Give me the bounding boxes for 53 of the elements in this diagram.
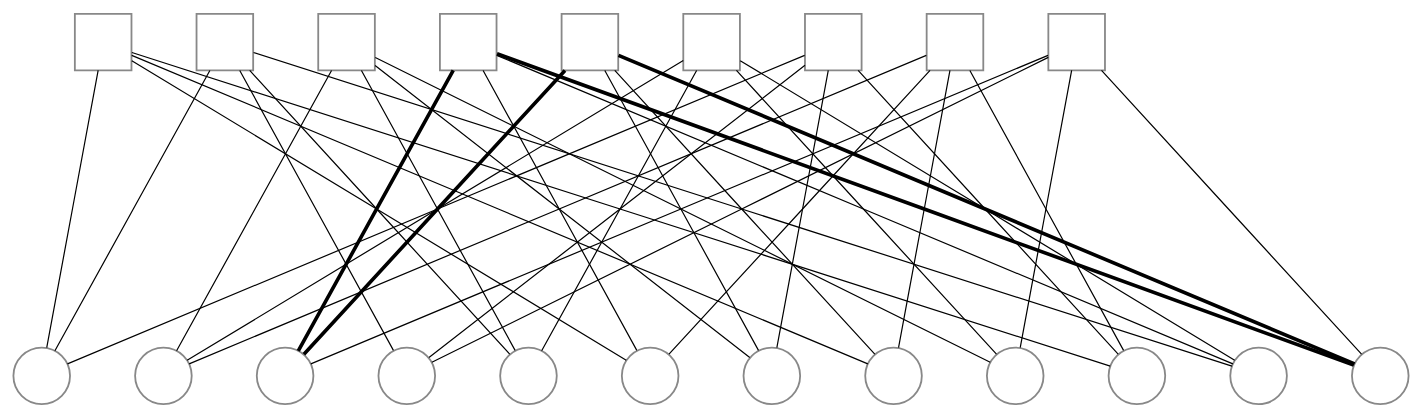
node-box [1047, 12, 1106, 71]
node-circle [986, 346, 1045, 405]
connector [131, 51, 1111, 367]
node-circle [377, 346, 436, 405]
node-circle [1107, 346, 1167, 405]
connector [131, 59, 627, 361]
node-box [195, 12, 255, 71]
connector [374, 56, 991, 363]
connector [302, 68, 567, 355]
connector [482, 69, 638, 351]
connector [428, 64, 806, 358]
node-box [560, 12, 620, 71]
node-circle [1351, 346, 1410, 405]
node-circle [864, 346, 923, 405]
node-box [317, 12, 376, 71]
node-box [439, 12, 498, 71]
connector [186, 59, 684, 361]
connector [431, 56, 1049, 363]
connector [1100, 69, 1363, 355]
node-circle [620, 346, 680, 405]
node-circle [742, 346, 802, 405]
connector [360, 69, 516, 351]
connector [776, 69, 829, 348]
connector [969, 69, 1125, 351]
node-circle [255, 346, 315, 405]
connector [249, 69, 511, 355]
connector [604, 69, 760, 351]
connector [857, 69, 1119, 355]
node-circle [134, 346, 193, 405]
node-box [682, 12, 741, 71]
connector [296, 69, 455, 352]
connector [239, 69, 395, 351]
connector [46, 69, 99, 348]
connector [614, 69, 876, 355]
connector [66, 54, 806, 364]
connector [310, 54, 1049, 364]
node-box [73, 12, 133, 71]
node-circle [499, 346, 558, 405]
connector [1019, 69, 1073, 348]
connector [374, 64, 751, 358]
node-circle [12, 346, 71, 405]
node-box [925, 12, 985, 71]
connector [253, 51, 1233, 367]
connector [176, 69, 333, 351]
node-circle [1229, 346, 1288, 405]
node-box [804, 12, 863, 71]
connector [541, 69, 698, 351]
connector [739, 59, 1236, 361]
connector [668, 69, 931, 355]
connector [496, 54, 1234, 364]
connector [735, 69, 998, 355]
connector [54, 69, 211, 351]
connector [897, 69, 951, 348]
